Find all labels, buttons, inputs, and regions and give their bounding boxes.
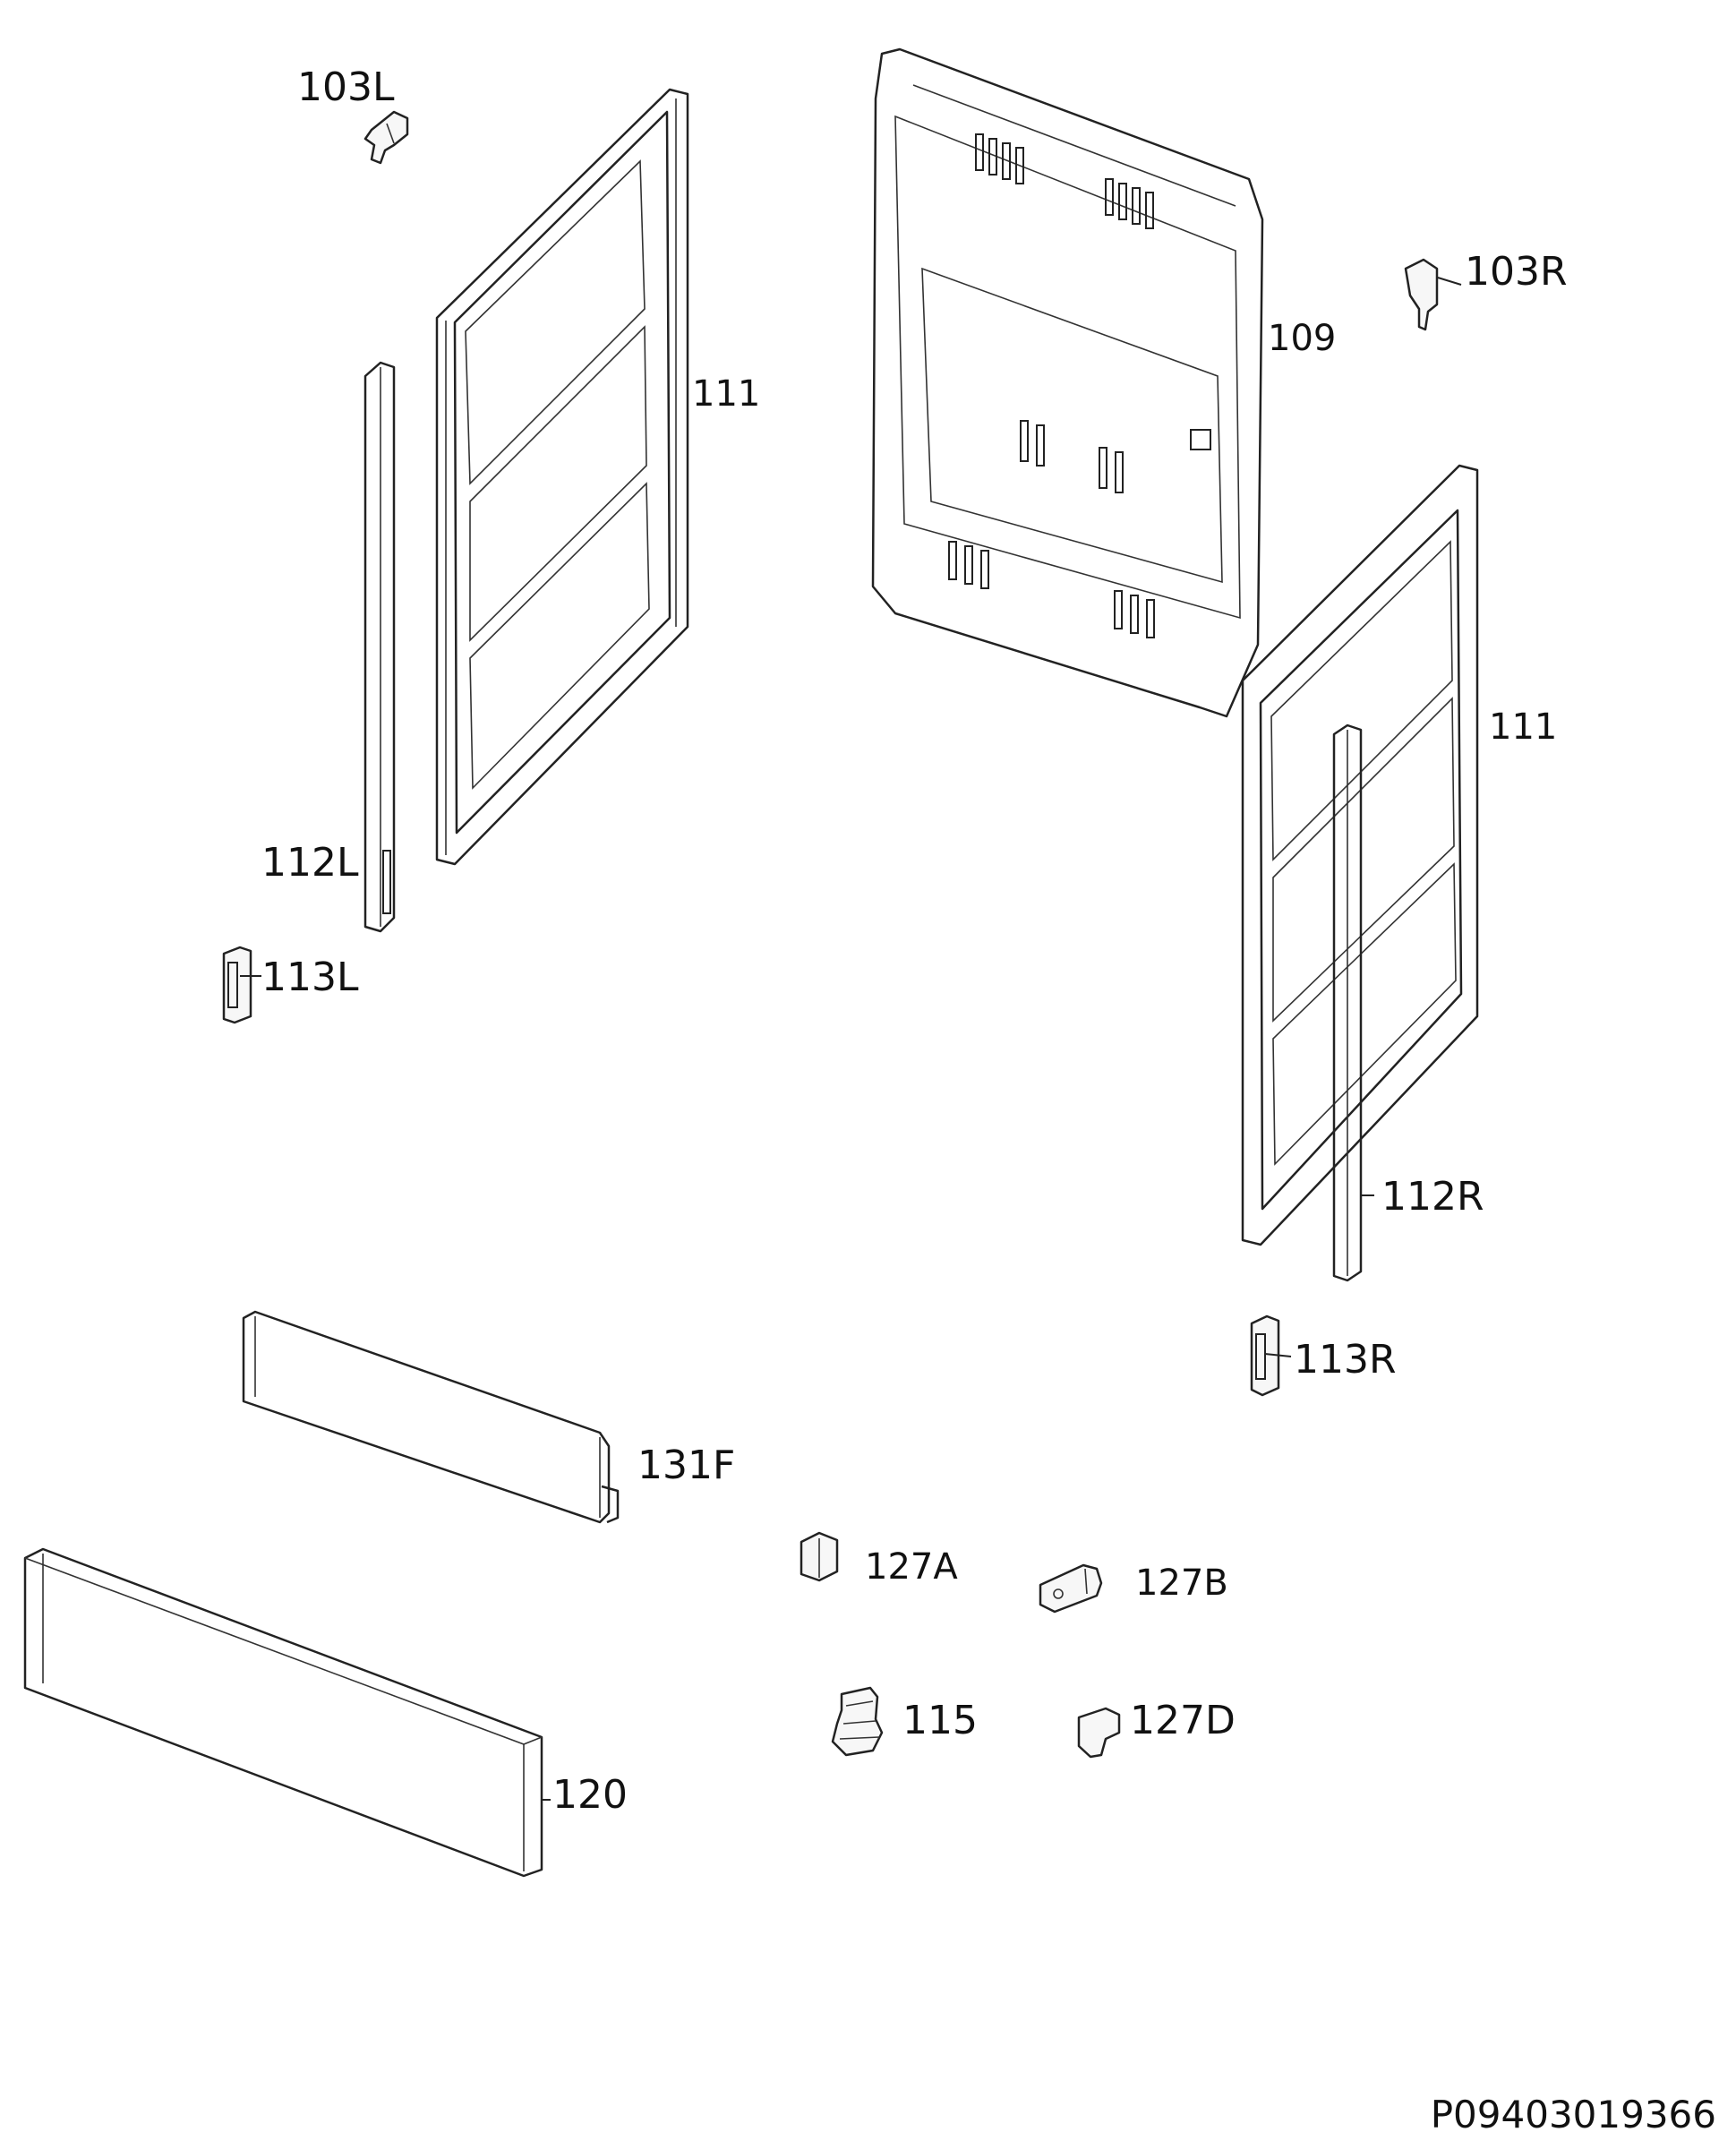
label-112L: 112L [261, 840, 359, 886]
label-111-right: 111 [1489, 706, 1558, 748]
back-panel-vents [948, 133, 1155, 638]
part-103R-bracket [1404, 258, 1439, 331]
part-109-back-panel [871, 47, 1264, 718]
label-131F: 131F [637, 1443, 736, 1488]
label-103L: 103L [297, 64, 395, 110]
part-127D-bracket [1077, 1707, 1121, 1759]
part-127B-bracket [1039, 1563, 1103, 1614]
part-120-plinth [23, 1547, 543, 1878]
label-109: 109 [1268, 318, 1337, 359]
part-112R-rail [1332, 723, 1363, 1282]
label-120: 120 [552, 1772, 628, 1818]
label-127D: 127D [1130, 1698, 1236, 1743]
label-113R: 113R [1294, 1337, 1397, 1383]
label-115: 115 [902, 1698, 978, 1743]
label-127A: 127A [865, 1546, 958, 1588]
document-id: P09403019366 [1430, 2093, 1716, 2136]
part-103L-bracket [363, 110, 409, 165]
label-113L: 113L [261, 955, 359, 1000]
part-131F-strip [242, 1310, 620, 1524]
label-127B: 127B [1135, 1563, 1228, 1604]
part-111-right-side-panel [1241, 464, 1479, 1246]
part-127A-clip [800, 1531, 839, 1582]
label-112R: 112R [1381, 1174, 1484, 1220]
part-111-left-side-panel [435, 88, 689, 866]
leader-lines [240, 277, 1462, 1801]
part-115-foot [831, 1686, 884, 1757]
part-113L-hinge [222, 946, 252, 1024]
part-112L-rail [363, 361, 396, 933]
label-103R: 103R [1465, 249, 1568, 295]
part-113R-hinge [1250, 1314, 1280, 1397]
label-111-left: 111 [692, 373, 761, 415]
